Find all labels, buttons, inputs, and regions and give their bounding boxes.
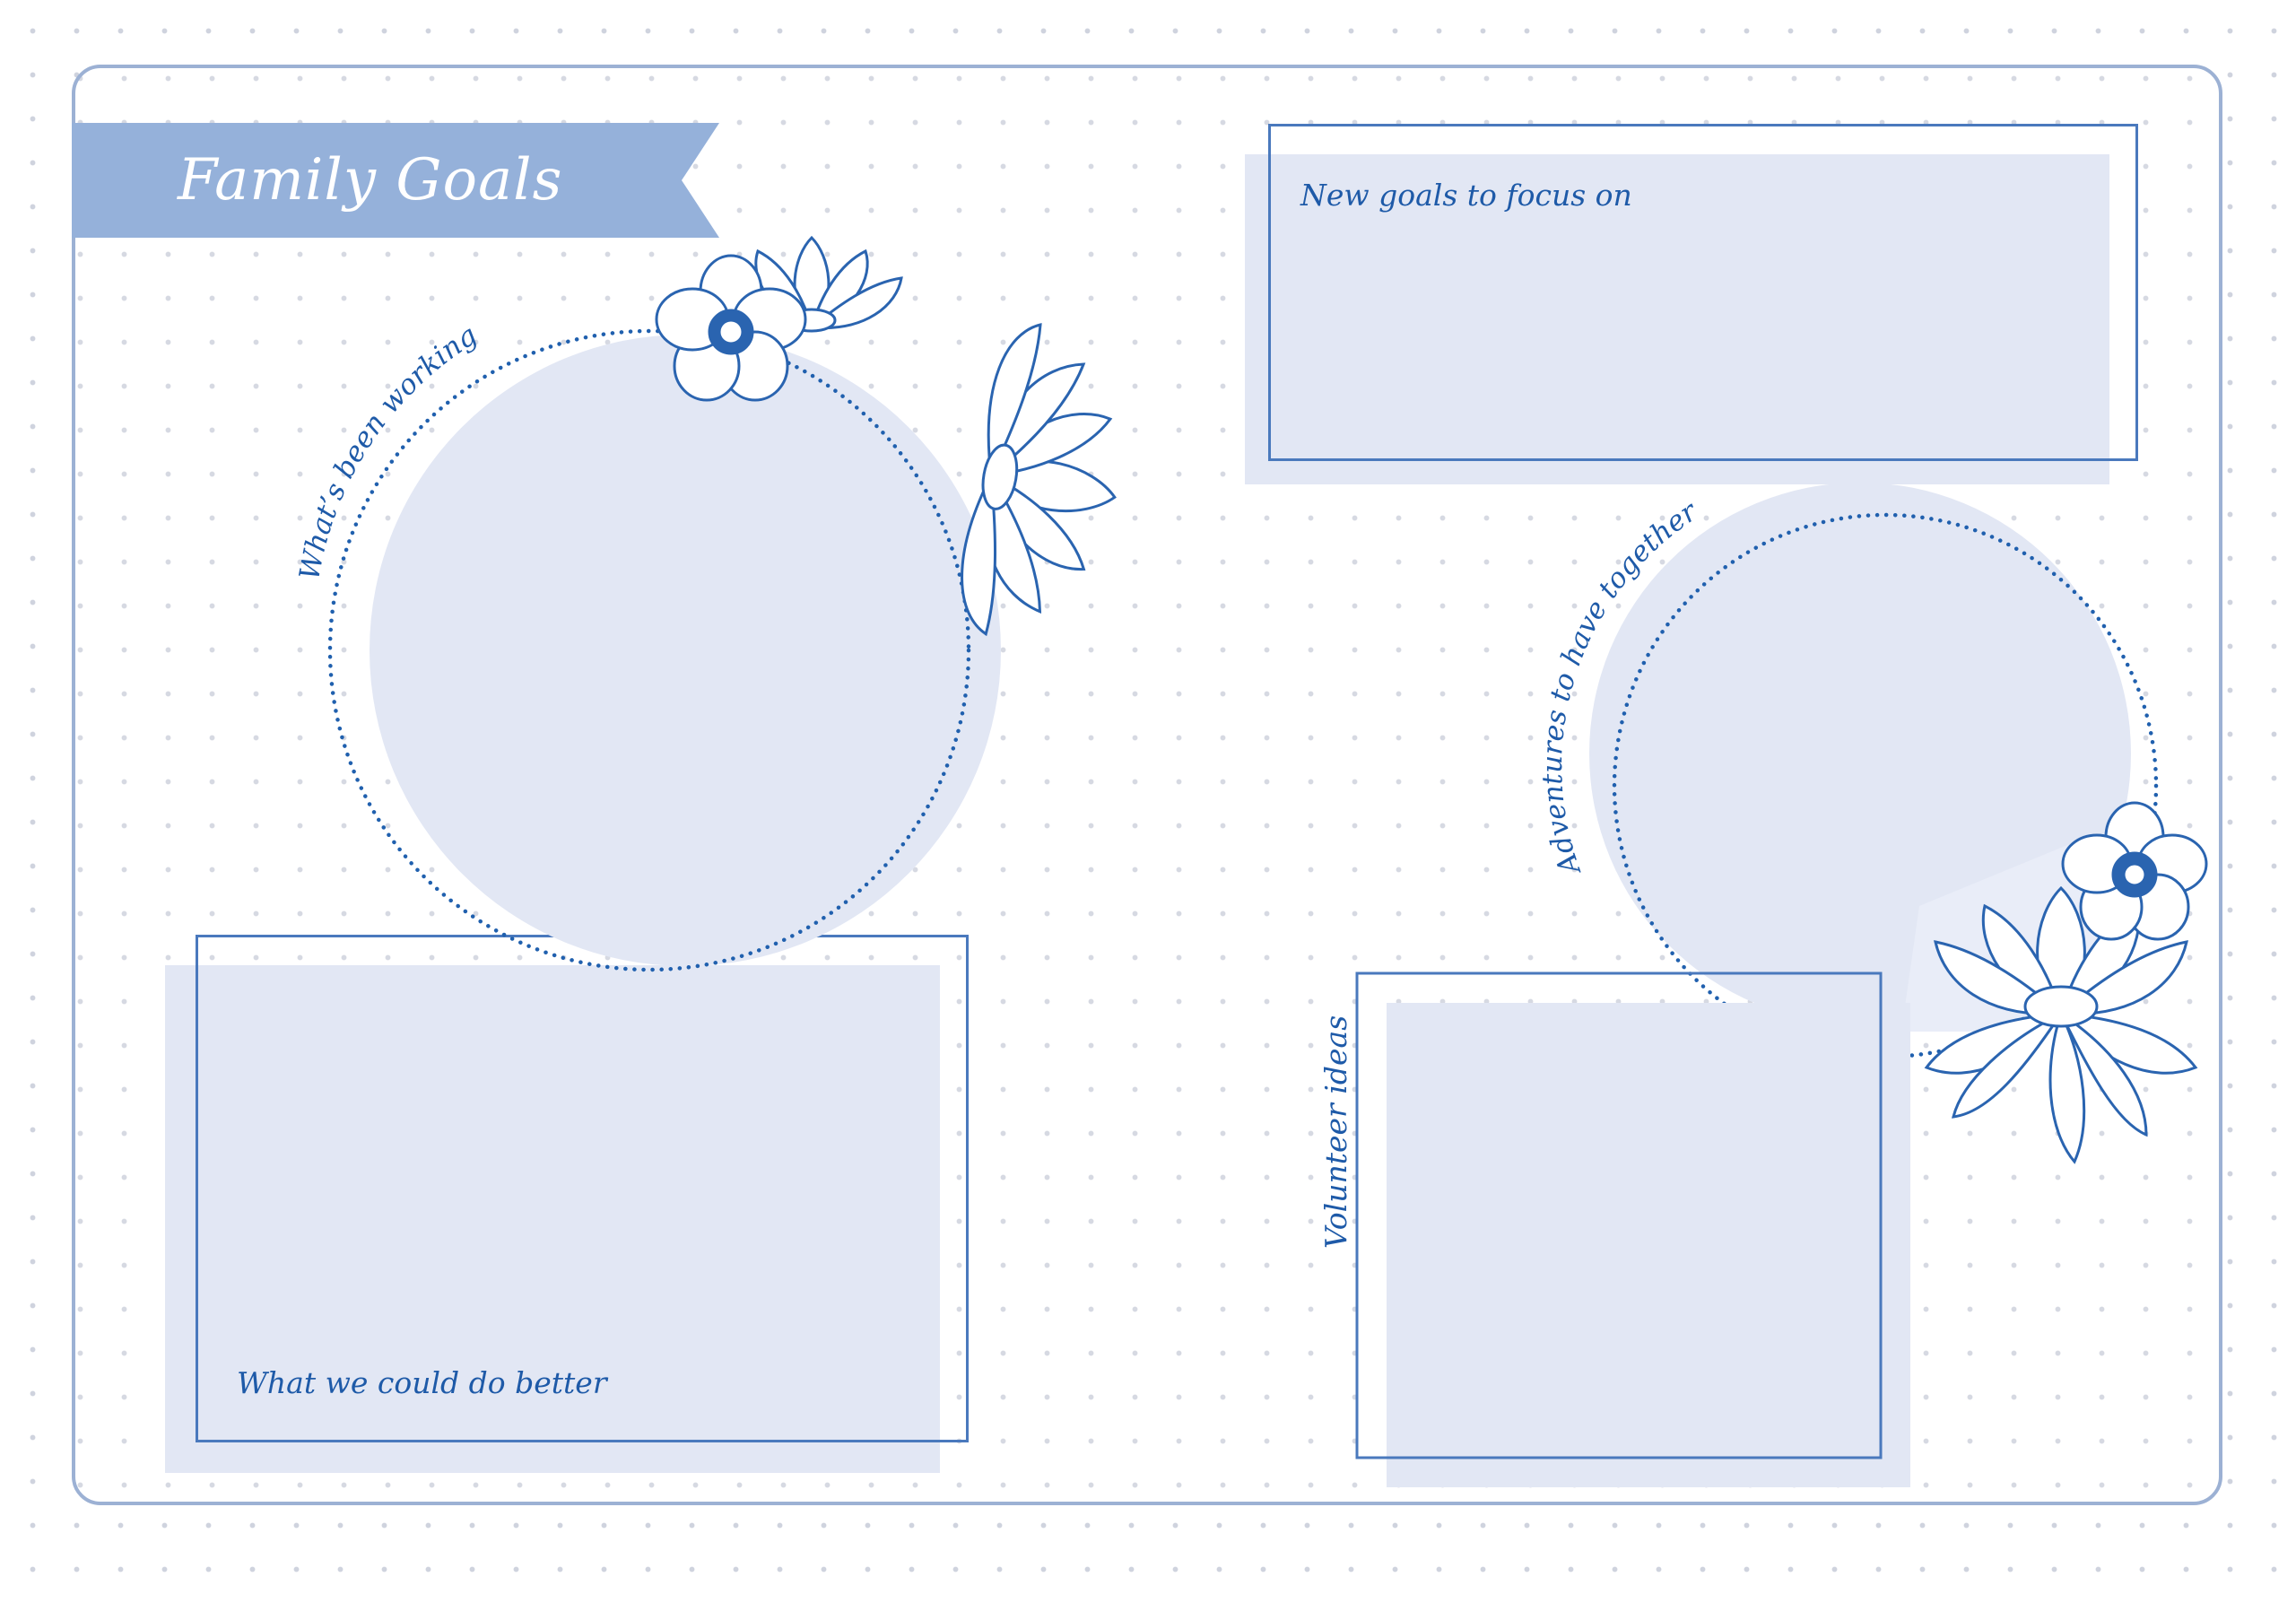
better-label: What we could do better bbox=[237, 1365, 607, 1400]
title-banner bbox=[72, 123, 719, 238]
better-fill bbox=[165, 965, 940, 1473]
new-goals-fill bbox=[1245, 154, 2109, 484]
volunteer-label: Volunteer ideas bbox=[1318, 1015, 1353, 1249]
page-title: Family Goals bbox=[178, 147, 563, 213]
flower-cluster-right bbox=[1924, 801, 2208, 1164]
new-goals-box[interactable] bbox=[1268, 124, 2138, 461]
volunteer-box[interactable] bbox=[1355, 971, 1883, 1459]
new-goals-label: New goals to focus on bbox=[1300, 178, 1632, 213]
volunteer-fill bbox=[1387, 1003, 1910, 1487]
working-dotted-ring[interactable] bbox=[327, 328, 971, 972]
flower-cluster-top bbox=[655, 235, 1117, 637]
working-circle-fill bbox=[370, 335, 1001, 966]
